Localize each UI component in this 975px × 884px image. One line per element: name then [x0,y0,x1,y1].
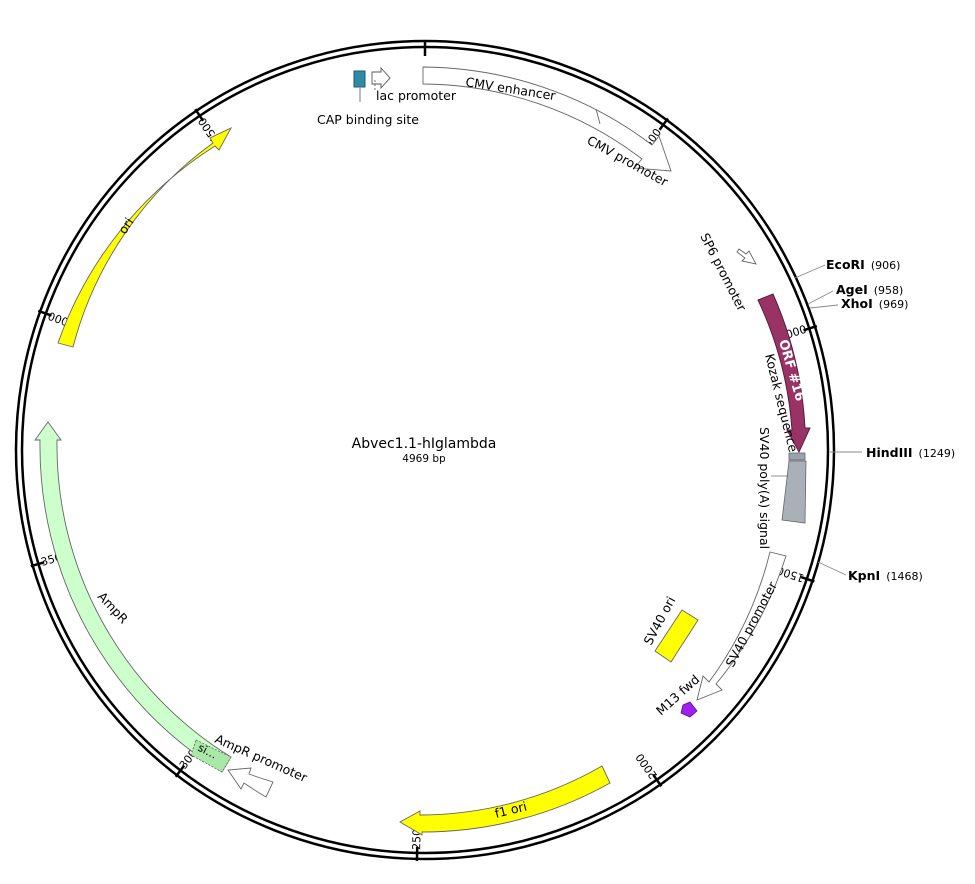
tick-mark-3000 [174,764,186,778]
hindiii-name: HindIII [866,445,913,460]
sp6-promoter-label: SP6 promoter [697,231,750,315]
kozak-sequence-feature[interactable] [788,452,806,461]
agei-leader-line [807,290,834,305]
agei-name: AgeI [836,282,868,297]
kpni-leader-line [817,561,847,576]
ecori-site[interactable]: EcoRI (906) [826,257,900,272]
sv40-polya-label: SV40 poly(A) signal [757,427,772,549]
tick-mark-3500 [30,561,45,568]
backbone-outer-ring [14,39,836,861]
tick-mark-1500 [800,575,815,583]
cap-binding-site-label: CAP binding site [317,112,419,127]
cap-binding-site-feature[interactable] [353,70,366,88]
tick-mark-2000 [652,774,663,787]
xhoi-pos: (969) [879,298,909,311]
ampr-promoter-feature[interactable] [227,767,274,798]
ecori-pos: (906) [871,259,901,272]
m13-fwd-feature[interactable] [680,701,698,718]
xhoi-site[interactable]: XhoI (969) [841,296,908,311]
hindiii-site[interactable]: HindIII (1249) [866,445,955,460]
signal-sequence-feature[interactable] [190,739,232,773]
agei-site[interactable]: AgeI (958) [836,282,903,297]
sv40-ori-feature[interactable] [654,609,699,663]
tick-mark-500 [658,117,669,131]
xhoi-name: XhoI [841,296,873,311]
ampr-feature[interactable] [34,421,232,773]
tick-mark-4500 [194,108,205,122]
ori-feature[interactable] [57,126,233,348]
cmv-divider [595,108,601,125]
ecori-leader-line [794,264,826,279]
xhoi-leader-line [809,304,839,309]
kpni-pos: (1468) [886,570,923,583]
hindiii-pos: (1249) [919,447,956,460]
lac-promoter-label: lac promoter [376,88,457,103]
ecori-name: EcoRI [826,257,865,272]
tick-mark-1000 [803,324,818,332]
sv40-polya-feature[interactable] [781,460,807,524]
plasmid-name: Abvec1.1-hIglambda [352,436,497,452]
agei-pos: (958) [874,284,904,297]
cmv-feature[interactable] [422,66,672,172]
lac-promoter-feature[interactable] [371,66,391,90]
kpni-site[interactable]: KpnI (1468) [848,568,923,583]
tick-mark-4000 [37,309,52,317]
orf16-feature[interactable] [757,293,811,454]
sv40-promoter-feature[interactable] [696,551,787,701]
kpni-name: KpnI [848,568,880,583]
f1-ori-feature[interactable] [399,765,611,836]
plasmid-length: 4969 bp [402,453,446,465]
sp6-promoter-feature[interactable] [736,248,757,265]
tick-label-2000: 2000 [633,751,660,781]
